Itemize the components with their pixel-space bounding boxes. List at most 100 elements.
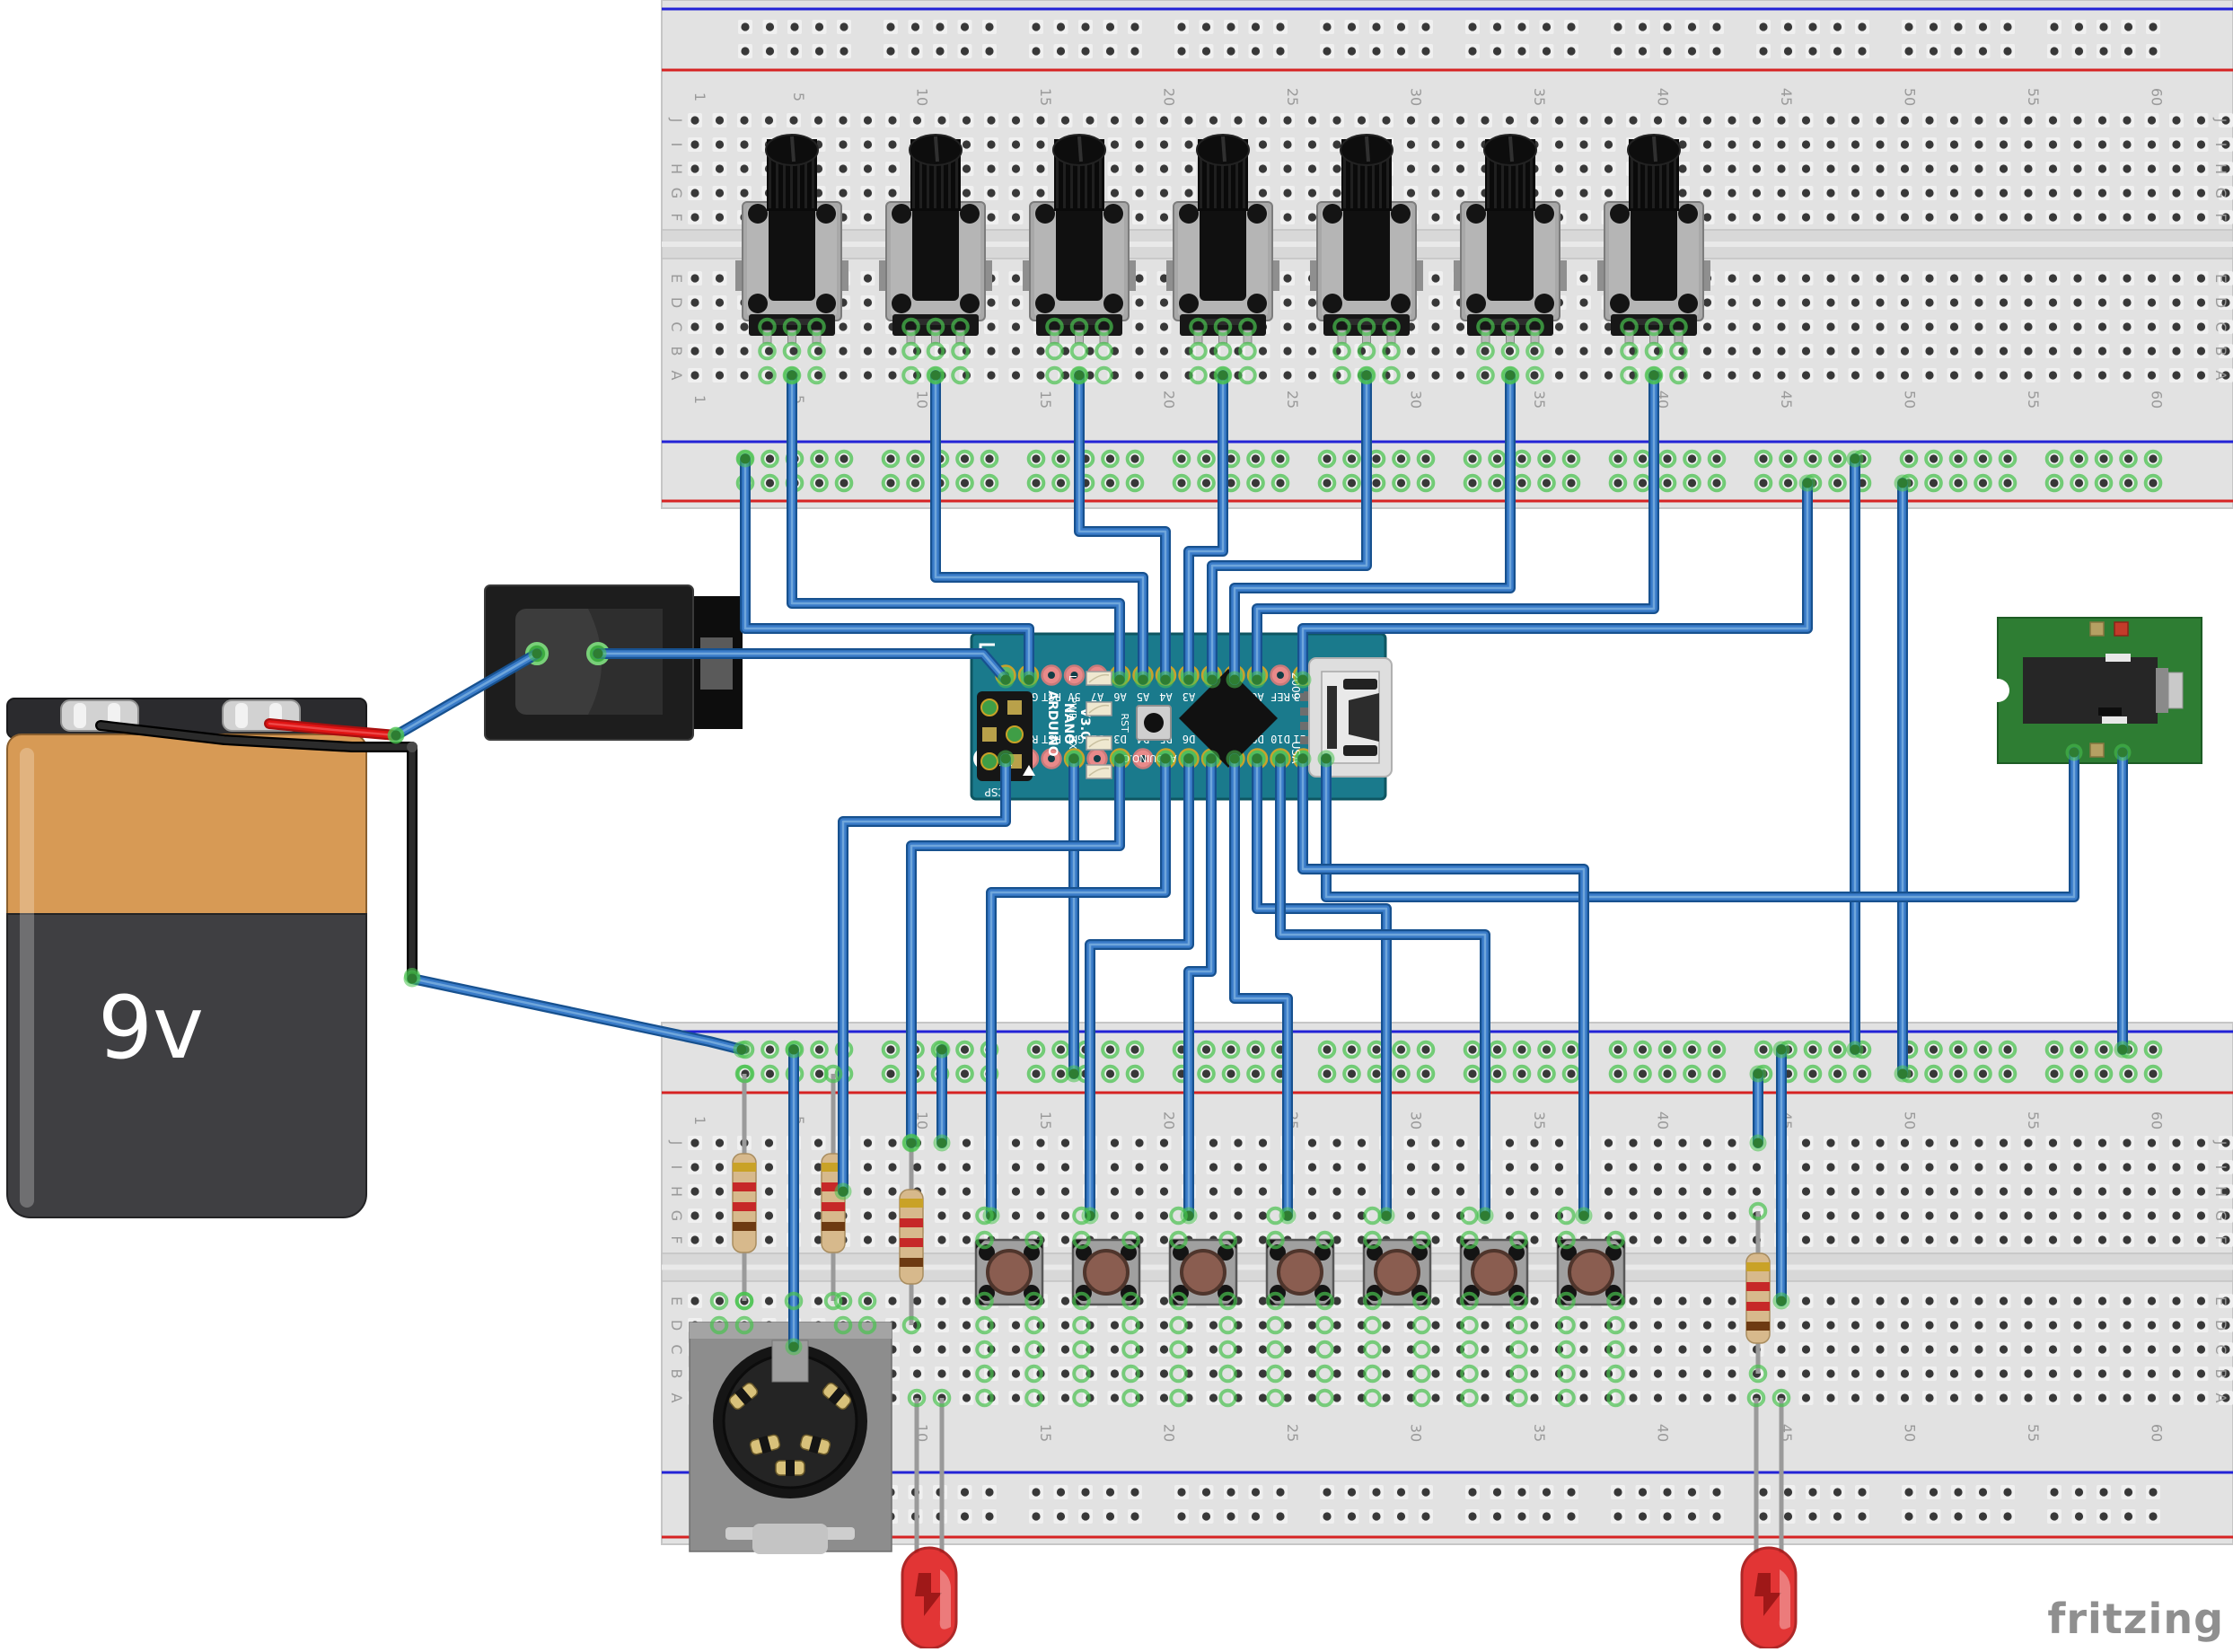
resistor-3[interactable] [899,1143,924,1325]
resistor-4[interactable] [1745,1211,1771,1374]
wire-blue-26[interactable] [1297,753,1589,1221]
breadboard-hole [1105,479,1115,488]
breadboard-hole [2172,1211,2181,1220]
potentiometer-1[interactable] [735,134,848,344]
led-red-1[interactable] [901,1398,958,1650]
breadboard-hole [1702,164,1712,173]
wire-blue-17[interactable] [838,753,1011,1197]
breadboard-hole [888,1296,897,1305]
breadboard-body[interactable] [661,1022,2233,1545]
breadboard-hole [1826,1296,1835,1305]
battery-9v[interactable]: 9v [6,698,367,1218]
connected-hole-ring [1608,449,1628,469]
wire-end-dot [1252,753,1262,764]
breadboard-hole [1283,213,1292,222]
wire-blue-23[interactable] [1229,753,1293,1221]
potentiometer-4[interactable] [1166,134,1279,344]
wire-blue-19[interactable] [906,753,1125,1148]
din5-midi-connector[interactable] [689,1322,892,1554]
connected-hole-ring [1270,449,1290,469]
wire-blue-1[interactable] [787,370,1125,685]
pushbutton-3[interactable] [1168,1238,1238,1306]
breadboard-hole [840,47,848,56]
dc-barrel-jack[interactable] [484,584,743,741]
wire-blue-22[interactable] [1183,753,1217,1221]
breadboard-hole [1949,140,1959,149]
connected-hole-ring [1557,1388,1576,1408]
breadboard[interactable]: JJIIHHGGFFEEDDCCBBAA11551010151520202525… [661,1022,2233,1545]
potentiometer-2[interactable] [879,134,992,344]
breadboard-hole [2097,189,2107,198]
din-pin-3 [749,1434,781,1455]
button-plunger [1374,1249,1420,1296]
row-letter: I [2212,1165,2229,1170]
connected-hole-ring [1332,317,1351,337]
wire-blue-20-highlight [989,757,1167,1217]
wire-blue-3[interactable] [1074,370,1171,685]
wire-blue-20[interactable] [986,753,1171,1221]
breadboard-hole [789,347,798,356]
row-letter: C [668,1344,685,1354]
connected-hole-ring [926,341,945,361]
breadboard-hole [1455,371,1465,380]
breadboard-hole [1159,274,1169,283]
wire-blue-2[interactable] [930,370,1148,685]
breadboard-hole [2147,274,2157,283]
potentiometer-6[interactable] [1454,134,1567,344]
wire-blue-12[interactable] [407,973,747,1055]
jack-detail [2106,654,2131,662]
wire-end-dot [736,1044,747,1055]
column-number: 20 [1161,1424,1178,1442]
breadboard-hole [1925,116,1934,125]
breadboard-hole [813,1187,823,1196]
breadboard-hole [1978,22,1988,31]
wire-black-gnd[interactable] [95,720,418,981]
wire-red-positive[interactable] [264,718,401,741]
breadboard-hole [1783,479,1793,488]
breadboard-hole [1999,1345,2009,1354]
wire-blue-9[interactable] [740,453,1034,685]
breadboard-hole [1925,1187,1934,1196]
wire-blue-10[interactable] [593,648,1011,685]
pot-shaft [1200,198,1246,301]
pushbutton-6[interactable] [1459,1238,1529,1306]
breadboard-hole [1974,1369,1983,1378]
connected-hole-ring [1218,1388,1237,1408]
connected-hole-ring [1342,449,1361,469]
breadboard-hole [2073,347,2082,356]
breadboard-hole [1307,322,1317,331]
wire-blue-25[interactable] [1275,753,1490,1221]
breadboard-hole [2123,22,2133,31]
wire-blue-8[interactable] [1297,478,1813,685]
row-letter: A [668,1393,685,1403]
potentiometer-5[interactable] [1310,134,1423,344]
breadboard-hole [1974,1296,1983,1305]
connected-hole-ring [1342,1064,1361,1084]
wire-end-dot [1850,453,1860,464]
wire-blue-15[interactable] [1321,747,2079,902]
led-red-2[interactable] [1740,1398,1798,1650]
wire-blue-7[interactable] [1252,370,1659,685]
breadboard-hole [1999,1211,2009,1220]
audio-jack-module[interactable] [1986,617,2202,764]
breadboard-hole [2123,1488,2133,1497]
wire-blue-24[interactable] [1252,753,1392,1221]
potentiometer-7[interactable] [1597,134,1710,344]
breadboard-hole [2123,454,2133,463]
breadboard-hole [2073,140,2082,149]
pushbutton-1[interactable] [974,1238,1044,1306]
wire-blue-5[interactable] [1207,370,1372,685]
wire-blue-21[interactable] [1085,753,1194,1221]
wire-blue-6[interactable] [1229,370,1516,685]
connected-hole-ring [1266,1315,1285,1335]
resistor-1[interactable] [732,1074,757,1301]
wire-blue-4[interactable] [1183,370,1228,685]
connected-hole-ring [1382,365,1401,385]
breadboard-hole [910,47,920,56]
breadboard-hole [1201,1512,1211,1521]
connected-hole-ring [833,1291,853,1311]
wire-blue-11[interactable] [391,648,542,741]
pot-screw [1103,204,1123,224]
breadboard-hole [1283,1345,1292,1354]
pushbutton-7[interactable] [1556,1238,1626,1306]
